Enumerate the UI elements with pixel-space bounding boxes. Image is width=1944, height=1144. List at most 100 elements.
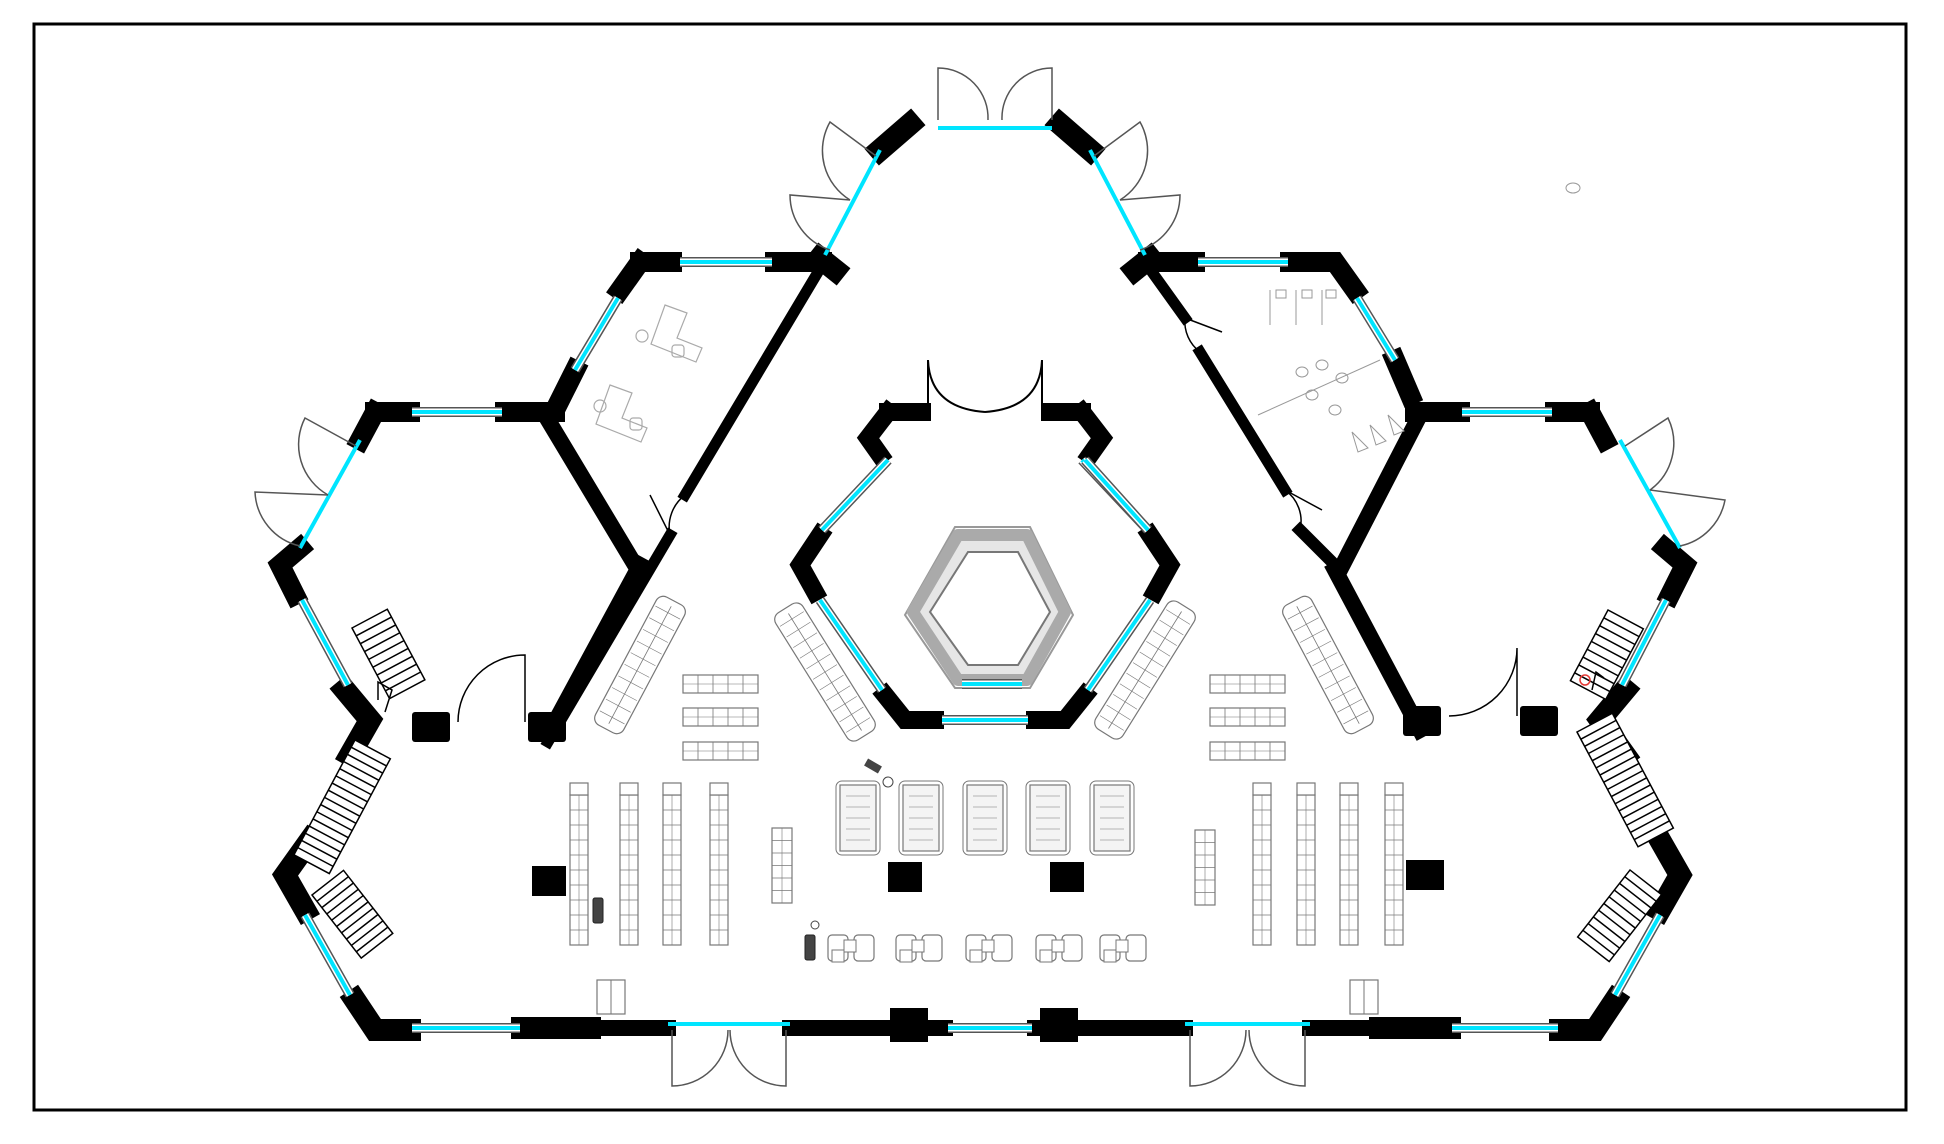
stair-treads [297, 616, 1670, 956]
lounge-set-1 [827, 934, 875, 963]
reception-desk-outer [903, 526, 1075, 689]
stair-tread [326, 888, 359, 915]
pod-divider [1113, 694, 1138, 710]
stair-tread [1626, 805, 1663, 826]
restroom-basin-4 [1305, 389, 1319, 401]
drawing-frame [32, 22, 1908, 1112]
shelf-row-5 [1209, 707, 1286, 727]
office-chair-1 [671, 344, 685, 358]
wall-bottom-pier-2 [1040, 1008, 1078, 1042]
pod-divider [1337, 698, 1363, 713]
door-swing-bottom-left-b [729, 1029, 787, 1087]
lounge-set-3 [965, 934, 1013, 963]
column-center-right [1050, 862, 1084, 892]
stair-tread [1618, 791, 1655, 812]
stair-tread [312, 818, 349, 839]
wall-upper-left-side [546, 356, 589, 414]
glazing-upper-left [823, 149, 882, 256]
shelf-row-6 [1209, 741, 1286, 761]
pod-divider [1287, 605, 1313, 620]
pod-divider [649, 617, 675, 632]
stair-tread [1580, 719, 1617, 740]
pod-1 [594, 595, 686, 735]
stair-tread [324, 796, 361, 817]
pod-divider [786, 621, 811, 638]
stack-cap [1296, 782, 1316, 796]
rack-right [1194, 829, 1216, 906]
side-table [981, 939, 995, 953]
reading-table-3 [962, 780, 1008, 856]
stair-tread [297, 846, 334, 868]
door-swing-upper-right-a [1093, 120, 1149, 201]
door-swing-bottom-right-b [1248, 1029, 1306, 1087]
door-restroom-upper [1184, 317, 1201, 353]
wall-apex-right [1044, 108, 1106, 166]
pod-divider [1132, 662, 1158, 678]
stair-left-upper [350, 608, 426, 700]
library-furniture [569, 595, 1404, 1015]
stair-tread [1595, 748, 1632, 769]
stack-left-4 [709, 794, 729, 946]
stair-tread [1586, 648, 1623, 669]
armchair-seat [969, 949, 983, 963]
reading-table-1 [835, 780, 881, 856]
stair-tread [1613, 889, 1647, 916]
stair-tread [308, 825, 345, 846]
armchair-seat [831, 949, 845, 963]
glazing-far-right [1618, 439, 1682, 549]
stair-tread [301, 839, 338, 860]
stair-tread [1603, 902, 1636, 929]
stack-cap [1384, 782, 1404, 796]
stair-tread [339, 768, 376, 789]
stack-right-1 [1252, 794, 1272, 946]
pier-right-door-a [1403, 706, 1441, 736]
windows [297, 257, 1671, 1033]
pod-spine [608, 606, 672, 724]
restroom-wc-2 [1301, 289, 1313, 299]
stair-tread [1614, 784, 1651, 805]
side-table [843, 939, 857, 953]
stair-tread [336, 901, 369, 928]
wall-upper-right-top-right [1280, 252, 1369, 304]
restroom-wc-3 [1325, 289, 1337, 299]
stair-treads-3 [316, 876, 389, 953]
restroom-wc-stall-a [1351, 431, 1369, 453]
armchair-seat [899, 949, 913, 963]
stack-left-2 [619, 794, 639, 946]
stair-tread [1591, 741, 1628, 762]
rack-left [771, 827, 793, 904]
stair-tread [316, 876, 349, 902]
pod-divider [1146, 641, 1171, 657]
door-swing-far-left-b [254, 491, 329, 547]
side-table [911, 939, 925, 953]
pod-divider [624, 663, 650, 678]
bin-bottom [810, 920, 820, 930]
glazing-far-left [298, 439, 362, 549]
office-chair-2 [629, 417, 643, 431]
stair-tread [1574, 672, 1611, 693]
pod-divider [618, 675, 644, 690]
pod-divider [630, 652, 656, 667]
stair-tread [350, 920, 384, 947]
stack-cap [569, 782, 589, 796]
central-wall-lower-left [872, 682, 944, 729]
window-17 [1083, 597, 1155, 693]
wall-upper-left-corner [606, 248, 654, 304]
wall-left-wing-diagonal [534, 404, 646, 576]
door-restroom-lower [1284, 489, 1302, 531]
stair-tread [321, 882, 354, 909]
door-swing-far-left-a [297, 416, 357, 496]
stair-tread [359, 624, 397, 645]
wall-office-diagonal [677, 264, 826, 503]
pod-divider [1306, 640, 1332, 655]
door-swing-top-right [1001, 67, 1053, 121]
wall-far-right-bottom-corner [1644, 824, 1693, 926]
stair-tread [1630, 812, 1667, 834]
central-wall-upper-right [1069, 399, 1114, 468]
restroom-basin-2 [1315, 359, 1329, 371]
wall-far-left-lower-corner [267, 533, 315, 609]
stair-tread [364, 632, 401, 653]
column-left [532, 866, 566, 896]
column-center-left [888, 862, 922, 892]
